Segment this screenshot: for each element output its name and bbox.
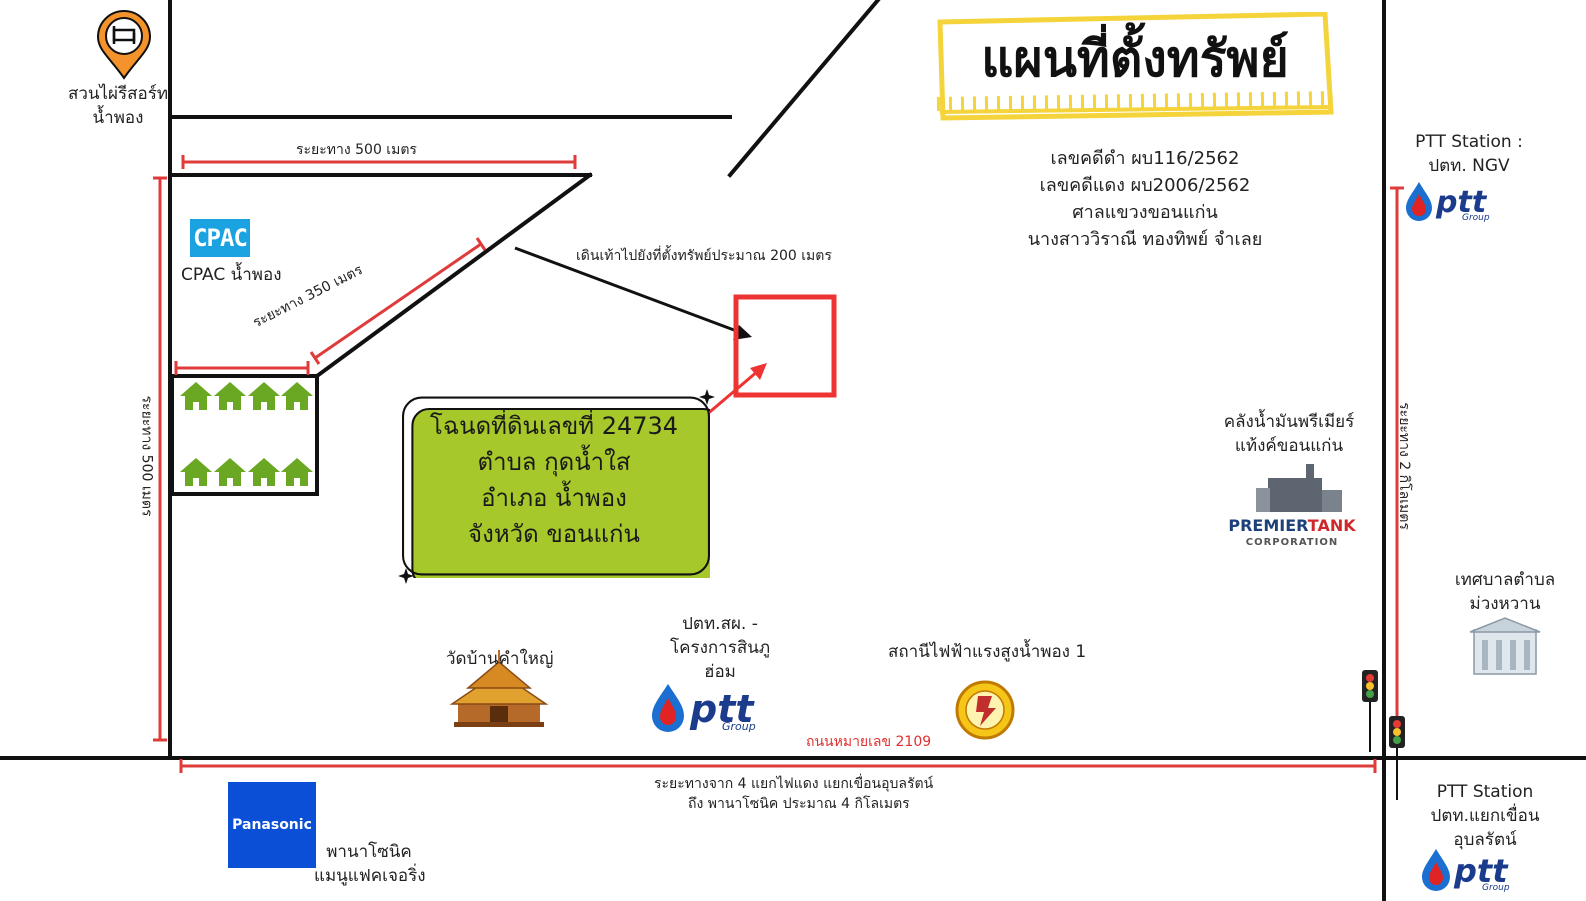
district: อำเภอ น้ำพอง	[481, 484, 627, 512]
municipal-building-icon	[1469, 617, 1541, 675]
distance-top-label: ระยะทาง 500 เมตร	[296, 142, 417, 158]
distance-left-label: ระยะทาง 500 เมตร	[138, 395, 155, 517]
measure-lines	[153, 155, 1404, 773]
village-houses	[180, 382, 313, 486]
court-name: ศาลแขวงขอนแก่น	[1072, 202, 1218, 223]
house-icon	[281, 458, 313, 486]
province: จังหวัด ขอนแก่น	[468, 520, 640, 548]
deed-number: โฉนดที่ดินเลขที่ 24734	[429, 412, 679, 440]
case-info: เลขคดีดำ ผบ116/2562 เลขคดีแดง ผบ2006/256…	[990, 145, 1300, 253]
distance-bottom-label-2: ถึง พานาโซนิค ประมาณ 4 กิโลเมตร	[688, 796, 910, 812]
svg-text:ptt: ptt	[689, 687, 755, 731]
svg-text:Group: Group	[1482, 883, 1510, 892]
distance-right-label: ระยะทาง 2 กิโลเมตร	[1395, 402, 1412, 530]
premier-tank-logo: PREMIERTANK CORPORATION	[1228, 516, 1356, 548]
sparkle-icon	[699, 389, 715, 405]
house-icon	[214, 458, 246, 486]
ptt-flame-icon: ptt Group	[1406, 182, 1490, 223]
road-2109-label: ถนนหมายเลข 2109	[806, 734, 932, 750]
cpac-label: CPAC น้ำพอง	[181, 265, 282, 285]
svg-text:ptt: ptt	[1453, 852, 1509, 890]
house-icon	[248, 382, 280, 410]
case-black-number: เลขคดีดำ ผบ116/2562	[1050, 148, 1240, 169]
sparkle-icon	[398, 568, 414, 584]
ptt-logo-ngv: ptt Group	[1404, 178, 1504, 226]
subdistrict: ตำบล กุดน้ำใส	[477, 448, 631, 476]
svg-text:Group: Group	[722, 720, 756, 732]
temple-icon	[449, 650, 549, 727]
house-icon	[281, 382, 313, 410]
oil-tank-icon	[1256, 464, 1342, 512]
traffic-light-icon	[1389, 716, 1405, 800]
cpac-logo: CPAC	[190, 219, 250, 257]
ptt-ngv-label: PTT Station : ปตท. NGV	[1415, 132, 1523, 176]
panasonic-label: พานาโซนิค แมนูแฟคเจอริ่ง	[314, 842, 426, 886]
ptt-logo-dam: ptt Group	[1420, 846, 1524, 896]
panasonic-logo: Panasonic	[228, 782, 316, 868]
title-frame	[936, 12, 1334, 121]
case-red-number: เลขคดีแดง ผบ2006/2562	[1039, 175, 1251, 196]
temple-label: วัดบ้านคำใหญ่	[446, 649, 554, 669]
road-diagonal	[314, 172, 593, 379]
walk-distance-label: เดินเท้าไปยังที่ตั้งทรัพย์ประมาณ 200 เมต…	[576, 248, 832, 264]
ptt-flame-icon: ptt Group	[1422, 849, 1510, 893]
land-title-deed: โฉนดที่ดินเลขที่ 24734 ตำบล กุดน้ำใส อำเ…	[418, 408, 690, 552]
svg-text:Group: Group	[1462, 213, 1490, 222]
hotel-pin-icon	[96, 10, 152, 80]
ptt-dam-label: PTT Station ปตท.แยกเขื่อน อุบลรัตน์	[1430, 782, 1540, 850]
traffic-light-icon	[1362, 670, 1378, 752]
house-icon	[214, 382, 246, 410]
defendant-name: นางสาววิราณี ทองทิพย์ จำเลย	[1027, 229, 1263, 250]
map-title: แผนที่ตั้งทรัพย์	[981, 30, 1289, 88]
house-icon	[248, 458, 280, 486]
measure-diagonal	[314, 242, 482, 360]
distance-bottom-label-1: ระยะทางจาก 4 แยกไฟแดง แยกเขื่อนอุบลรัตน์	[654, 776, 934, 792]
ptt-project-label: ปตท.สผ. - โครงการสินภู ฮ่อม	[669, 614, 771, 682]
substation-label: สถานีไฟฟ้าแรงสูงน้ำพอง 1	[888, 642, 1087, 662]
property-location-box	[733, 294, 837, 398]
resort-label: สวนไผ่รีสอร์ท น้ำพอง	[67, 84, 169, 128]
svg-text:ptt: ptt	[1435, 185, 1488, 220]
ptt-flame-icon: ptt Group	[652, 684, 756, 733]
road-upper-diagonal	[727, 0, 881, 178]
premier-label: คลังน้ำมันพรีเมียร์ แท้งค์ขอนแก่น	[1223, 412, 1355, 456]
egat-seal-icon	[955, 680, 1015, 740]
house-icon	[180, 382, 212, 410]
ptt-logo-project: ptt Group	[650, 680, 774, 736]
municipality-label: เทศบาลตำบล ม่วงหวาน	[1454, 570, 1556, 614]
land-card	[402, 396, 710, 578]
house-icon	[180, 458, 212, 486]
